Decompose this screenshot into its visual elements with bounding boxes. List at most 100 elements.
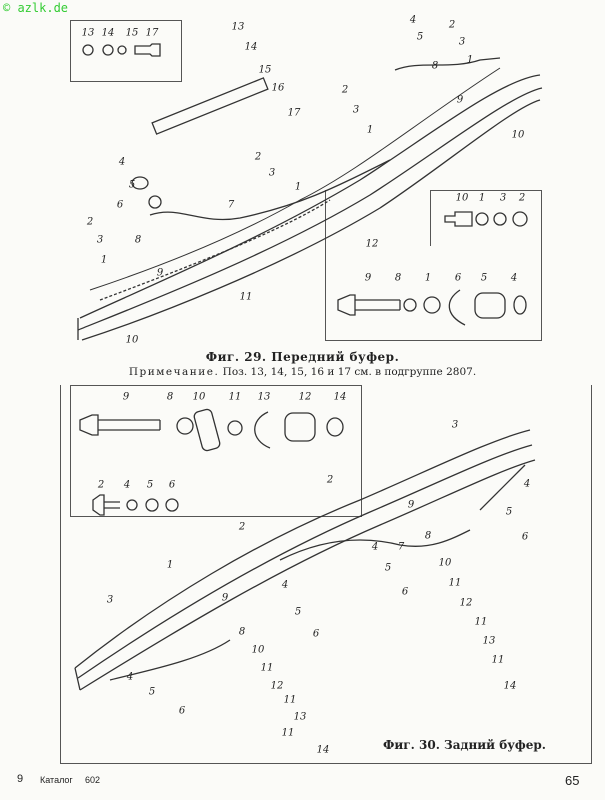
part-callout: 2 <box>97 479 105 491</box>
part-callout: 11 <box>474 616 488 628</box>
part-callout: 1 <box>100 254 108 266</box>
part-callout: 14 <box>503 680 517 692</box>
part-callout: 1 <box>478 192 486 204</box>
part-callout: 15 <box>258 64 272 76</box>
part-callout: 11 <box>260 662 274 674</box>
part-callout: 10 <box>455 192 469 204</box>
part-callout: 13 <box>482 635 496 647</box>
part-callout: 4 <box>409 14 417 26</box>
part-callout: 6 <box>178 705 186 717</box>
part-callout: 15 <box>125 27 139 39</box>
part-callout: 2 <box>254 151 262 163</box>
footer-sheet: 9 <box>17 773 24 785</box>
part-callout: 13 <box>293 711 307 723</box>
rear-bracket-center <box>279 529 471 561</box>
front-bumper-strip <box>89 67 501 291</box>
part-callout: 8 <box>424 530 432 542</box>
part-callout: 6 <box>312 628 320 640</box>
fig29-caption: Фиг. 29. Передний буфер. <box>205 350 400 364</box>
part-callout: 10 <box>438 557 452 569</box>
part-callout: 4 <box>523 478 531 490</box>
rear-bracket-right <box>479 464 526 511</box>
part-callout: 4 <box>510 272 518 284</box>
part-callout: 9 <box>364 272 372 284</box>
part-callout: 3 <box>106 594 114 606</box>
fig29-inset-top-left <box>70 20 182 82</box>
part-callout: 14 <box>244 41 258 53</box>
note-text: Поз. 13, 14, 15, 16 и 17 см. в подгруппе… <box>222 366 477 378</box>
part-callout: 11 <box>491 654 505 666</box>
part-callout: 7 <box>397 541 405 553</box>
part-callout: 6 <box>521 531 529 543</box>
part-callout: 11 <box>228 391 242 403</box>
front-bracket-right <box>394 57 501 71</box>
part-callout: 14 <box>101 27 115 39</box>
part-callout: 13 <box>81 27 95 39</box>
part-callout: 10 <box>125 334 139 346</box>
part-callout: 4 <box>118 156 126 168</box>
part-callout: 5 <box>128 179 136 191</box>
front-strip-16 <box>151 77 269 135</box>
part-callout: 3 <box>96 234 104 246</box>
front-bolt-6 <box>148 195 162 209</box>
part-callout: 9 <box>156 267 164 279</box>
part-callout: 5 <box>148 686 156 698</box>
part-callout: 4 <box>126 671 134 683</box>
part-callout: 11 <box>448 577 462 589</box>
part-callout: 5 <box>146 479 154 491</box>
part-callout: 10 <box>192 391 206 403</box>
part-callout: 5 <box>505 506 513 518</box>
part-callout: 4 <box>371 541 379 553</box>
part-callout: 5 <box>416 31 424 43</box>
fig29-inset-right-top <box>430 190 542 246</box>
fig30-frame <box>60 385 592 764</box>
part-callout: 12 <box>365 238 379 250</box>
part-callout: 11 <box>239 291 253 303</box>
part-callout: 9 <box>221 592 229 604</box>
part-callout: 17 <box>287 107 301 119</box>
page-number: 65 <box>565 773 580 788</box>
part-callout: 3 <box>352 104 360 116</box>
front-spacer-5 <box>131 176 149 190</box>
front-bumper-blade <box>77 74 543 341</box>
rear-bracket-left <box>109 639 231 681</box>
part-callout: 2 <box>518 192 526 204</box>
part-callout: 11 <box>281 727 295 739</box>
part-callout: 3 <box>451 419 459 431</box>
part-callout: 4 <box>281 579 289 591</box>
part-callout: 6 <box>401 586 409 598</box>
part-callout: 10 <box>251 644 265 656</box>
part-callout: 1 <box>466 54 474 66</box>
part-callout: 5 <box>384 562 392 574</box>
part-callout: 12 <box>270 680 284 692</box>
part-callout: 8 <box>394 272 402 284</box>
part-callout: 13 <box>231 21 245 33</box>
part-callout: 14 <box>316 744 330 756</box>
part-callout: 9 <box>456 94 464 106</box>
footer-catalog: Каталог <box>40 775 73 785</box>
part-callout: 2 <box>341 84 349 96</box>
part-callout: 3 <box>268 167 276 179</box>
part-callout: 6 <box>454 272 462 284</box>
part-callout: 2 <box>448 19 456 31</box>
part-callout: 8 <box>134 234 142 246</box>
part-callout: 3 <box>499 192 507 204</box>
part-callout: 6 <box>116 199 124 211</box>
part-callout: 8 <box>238 626 246 638</box>
fig29-inset-right <box>325 190 542 341</box>
front-bracket-left <box>149 159 391 221</box>
part-callout: 11 <box>283 694 297 706</box>
footer-catalog-no: 602 <box>85 775 101 785</box>
part-callout: 4 <box>123 479 131 491</box>
part-callout: 2 <box>326 474 334 486</box>
part-callout: 16 <box>271 82 285 94</box>
part-callout: 14 <box>333 391 347 403</box>
part-callout: 1 <box>424 272 432 284</box>
fig29-note: Примечание. Поз. 13, 14, 15, 16 и 17 см.… <box>0 366 605 378</box>
part-callout: 13 <box>257 391 271 403</box>
part-callout: 17 <box>145 27 159 39</box>
fig30-caption: Фиг. 30. Задний буфер. <box>383 738 546 752</box>
part-callout: 2 <box>86 216 94 228</box>
part-callout: 5 <box>480 272 488 284</box>
